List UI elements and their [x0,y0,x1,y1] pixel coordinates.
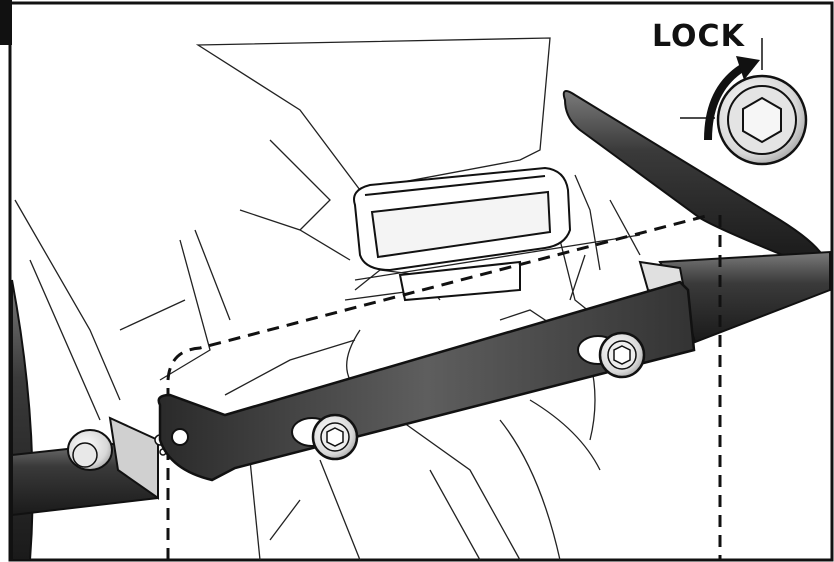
lock-label: LOCK [652,19,746,54]
rotate-clockwise-arrow-icon [704,64,745,141]
bracket-bolt-right [577,331,646,379]
left-handlebar-stub [11,416,167,517]
motorcycle-line-art [14,37,641,561]
hex-socket-icon [742,96,782,144]
frame-corner-tab [0,0,12,45]
headlight-block [353,166,572,302]
lock-callout: LOCK [652,19,808,166]
bracket-bolt-left [291,413,359,461]
dashed-guide-line [166,213,722,560]
